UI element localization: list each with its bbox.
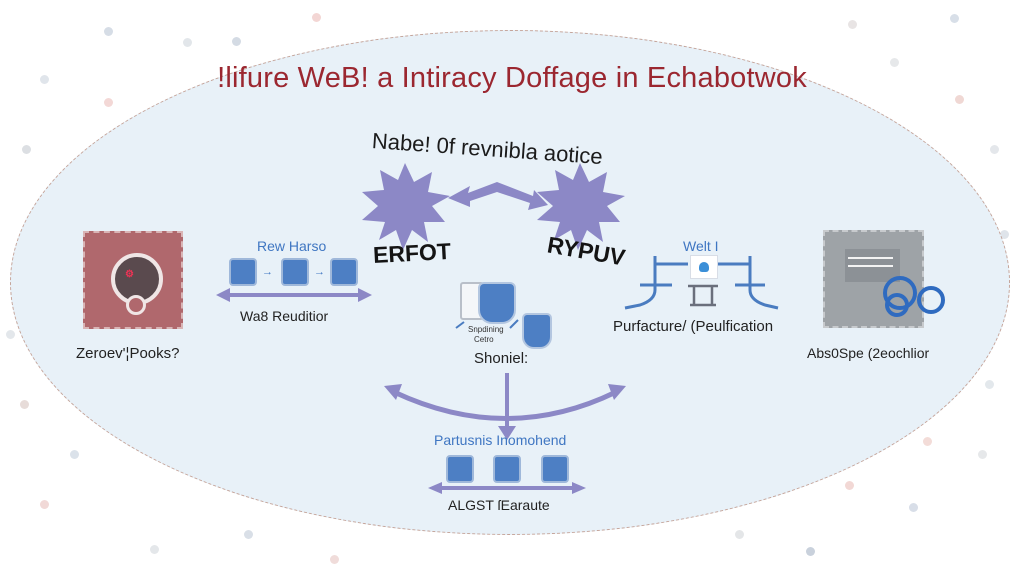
cluster-inner-label-2: Cetro xyxy=(474,335,494,344)
worker-icon[interactable] xyxy=(690,255,718,279)
database-shield-icon[interactable] xyxy=(478,282,516,324)
flow-arrow-icon: → xyxy=(314,266,325,278)
cluster-arrow-right xyxy=(509,319,519,329)
decor-dot xyxy=(735,530,744,539)
shield-hand-icon[interactable] xyxy=(446,455,474,483)
left-panel-node[interactable]: ⚙ xyxy=(83,231,183,329)
decor-dot xyxy=(70,450,79,459)
decor-dot xyxy=(1000,230,1009,239)
decor-dot xyxy=(985,380,994,389)
shield-cloud-icon[interactable] xyxy=(281,258,309,286)
flow-arrow-icon: → xyxy=(262,266,273,278)
right-flow-heading: Welt I xyxy=(683,238,719,254)
decor-dot xyxy=(990,145,999,154)
decor-dot xyxy=(955,95,964,104)
decor-dot xyxy=(150,545,159,554)
shield-gear-icon[interactable] xyxy=(229,258,257,286)
decor-dot xyxy=(909,503,918,512)
decor-dot xyxy=(312,13,321,22)
bottom-flow-heading: Partusnis Inomohend xyxy=(434,432,567,448)
decor-dot xyxy=(40,500,49,509)
decor-dot xyxy=(40,75,49,84)
center-cluster-caption: Shoniel: xyxy=(474,350,529,367)
cluster-arrow-left xyxy=(455,321,465,329)
bottom-flow-caption: ALGST ſEaraute xyxy=(448,497,550,513)
decor-dot xyxy=(22,145,31,154)
pipeline-structure xyxy=(624,256,779,310)
diagram-title: !lifure WeB! a Intiracy Doffage in Echab… xyxy=(217,62,807,94)
bottom-flow-double-arrow xyxy=(428,482,586,494)
decor-dot xyxy=(950,14,959,23)
decor-dot xyxy=(104,27,113,36)
bidirectional-arrow xyxy=(448,182,548,210)
left-panel-label: Zeroev'¦Pooks? xyxy=(76,345,180,362)
right-panel-node[interactable] xyxy=(823,230,924,328)
decor-dot xyxy=(183,38,192,47)
decor-dot xyxy=(806,547,815,556)
right-panel-label: Abs0Spe (2eochlior xyxy=(807,345,930,361)
shield-globe-icon[interactable] xyxy=(330,258,358,286)
pipeline-stand xyxy=(688,284,718,307)
knob-icon xyxy=(126,295,146,315)
decor-dot xyxy=(978,450,987,459)
curved-split-arrow xyxy=(384,384,626,421)
shield-cloud-icon[interactable] xyxy=(493,455,521,483)
decor-dot xyxy=(244,530,253,539)
left-flow-caption: Wa8 Reuditior xyxy=(240,308,329,324)
decor-dot xyxy=(20,400,29,409)
left-burst-label: ERFOT xyxy=(372,237,452,269)
left-burst-icon xyxy=(362,163,450,250)
decor-dot xyxy=(104,98,113,107)
right-flow-caption: Purfacture/ (Peulfication xyxy=(613,318,774,335)
decor-dot xyxy=(848,20,857,29)
left-flow-heading: Rew Harso xyxy=(257,238,327,254)
decor-dot xyxy=(923,437,932,446)
center-down-arrow xyxy=(498,373,516,440)
decor-dot xyxy=(330,555,339,564)
left-flow-double-arrow xyxy=(216,288,372,302)
right-burst-icon xyxy=(537,163,625,250)
decor-dot xyxy=(6,330,15,339)
decor-dot xyxy=(232,37,241,46)
document-icon xyxy=(845,249,900,282)
database-shield-icon[interactable] xyxy=(522,313,552,349)
shield-globe-icon[interactable] xyxy=(541,455,569,483)
decor-dot xyxy=(890,58,899,67)
decor-dot xyxy=(845,481,854,490)
cluster-inner-label-1: Snpdining xyxy=(468,325,504,334)
